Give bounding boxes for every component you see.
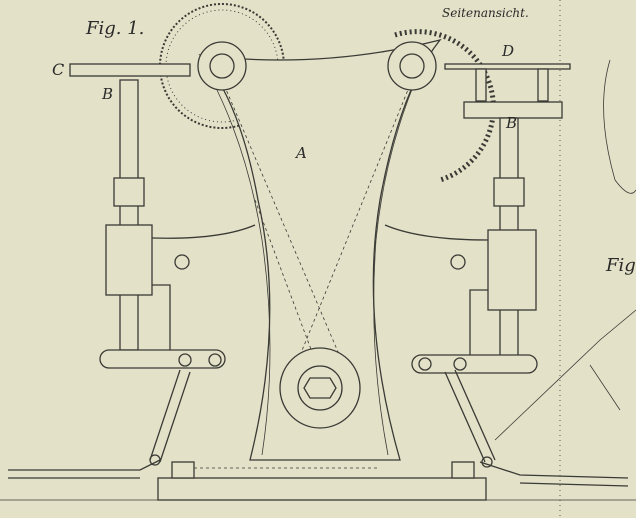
bolt <box>174 254 190 270</box>
frame-inner-left <box>211 79 271 456</box>
column-b-left <box>119 79 139 351</box>
lever-left <box>159 371 191 463</box>
label-b-right: B <box>506 114 518 132</box>
bracket-right <box>384 224 489 355</box>
link-bar-left <box>99 349 226 369</box>
lower-pulley-hub <box>297 365 343 411</box>
post <box>537 68 549 102</box>
bracket-left <box>151 224 256 350</box>
table-c <box>69 63 191 77</box>
label-d: D <box>502 42 515 60</box>
pivot <box>453 357 467 371</box>
collar-right <box>493 177 525 207</box>
belt <box>221 79 351 381</box>
treadles <box>8 459 629 479</box>
post <box>475 68 487 102</box>
pulley-left-hub <box>209 53 235 79</box>
foot-block <box>171 461 195 479</box>
collar-left <box>113 177 145 207</box>
foot-block <box>451 461 475 479</box>
detail-wood <box>603 59 636 194</box>
frame-inner-right <box>373 69 421 456</box>
lever-left <box>149 369 181 461</box>
pivot <box>178 353 192 367</box>
pivot <box>418 357 432 371</box>
treadles <box>8 477 629 487</box>
label-b-left: B <box>102 85 114 103</box>
bearing-left <box>105 224 153 296</box>
pulley-right <box>387 41 437 91</box>
label-a: A <box>296 144 307 162</box>
nut <box>303 377 337 399</box>
lever-right <box>444 371 486 463</box>
bearing-right <box>487 229 537 311</box>
view-label: Seitenansicht. <box>442 6 529 20</box>
pivot <box>149 454 161 466</box>
label-c: C <box>52 60 65 79</box>
pulley-left <box>197 41 247 91</box>
pulley-right-hub <box>399 53 425 79</box>
pivot <box>208 353 222 367</box>
figure-title: Fig. 1. <box>86 18 145 39</box>
pivot <box>481 456 493 468</box>
lever-right <box>454 369 496 461</box>
lower-pulley <box>279 347 361 429</box>
detail-fig2 <box>494 309 636 441</box>
base-plate <box>157 477 487 501</box>
bolt <box>450 254 466 270</box>
link-bar-right <box>411 354 538 374</box>
next-figure-label: Fig <box>606 255 636 276</box>
table-d <box>444 63 571 70</box>
